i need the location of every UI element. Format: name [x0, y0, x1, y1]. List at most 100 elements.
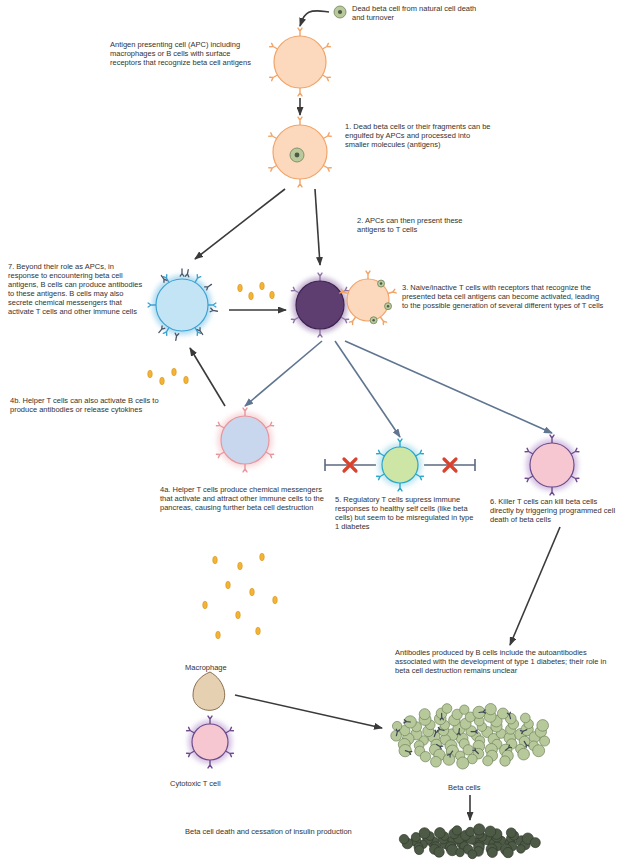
cell-caption: Beta cells [448, 783, 481, 792]
receptor [437, 744, 443, 748]
cell-glow [378, 443, 422, 487]
arrow-connector [315, 189, 320, 265]
receptor [180, 269, 184, 276]
cytokine [249, 292, 254, 300]
cytokine [260, 282, 265, 290]
cluster-cell [485, 826, 496, 837]
receptor [388, 289, 396, 293]
cluster-cell [537, 720, 549, 732]
cluster-cell [435, 828, 446, 839]
cluster-cell [485, 703, 496, 714]
receptor [269, 133, 277, 139]
receptor [571, 448, 579, 454]
red-x-mark [444, 459, 456, 471]
cluster-cell [474, 824, 485, 835]
text-wrap: 1. Dead beta cells or their fragments ca… [345, 122, 495, 151]
cell-caption: 5. Regulatory T cells supress immune res… [335, 495, 475, 531]
receptor [340, 289, 348, 293]
cell-body [156, 279, 208, 331]
cytokine [256, 627, 261, 635]
receptor [416, 450, 424, 456]
cluster-cell [483, 756, 493, 766]
cell-caption: 1. Dead beta cells or their fragments ca… [345, 122, 495, 149]
arrow-connector [190, 348, 225, 406]
cluster-cell [392, 721, 401, 730]
receptor [269, 166, 277, 172]
receptor [291, 287, 299, 293]
cluster-cell [420, 751, 430, 761]
cluster-cell [473, 706, 485, 718]
arrow-connector [345, 341, 552, 433]
text-wrap: Macrophage [185, 656, 265, 674]
receptor [524, 741, 529, 747]
receptor [226, 727, 234, 733]
receptor [298, 28, 302, 36]
cytokine [172, 368, 177, 376]
receptor [323, 133, 331, 139]
receptor [457, 729, 460, 735]
cluster-cell [399, 834, 408, 843]
step-annotation: 4b. Helper T cells can also activate B c… [8, 395, 183, 415]
receptor [270, 43, 278, 49]
nucleus [295, 153, 300, 158]
receptor [187, 751, 195, 757]
nucleus [380, 282, 382, 284]
cytokine [250, 588, 255, 596]
text-wrap: 3. Naive/inactive T cells with receptors… [402, 283, 607, 312]
cluster-cell [540, 736, 550, 746]
receptor [377, 450, 385, 456]
arrow-connector [300, 11, 329, 26]
cluster-cell [415, 845, 424, 854]
receptor [243, 408, 247, 416]
cluster-cell [503, 847, 513, 857]
receptor [437, 727, 444, 730]
text-wrap: Antigen presenting cell (APC) including … [110, 40, 260, 69]
cluster-cell [443, 754, 455, 766]
receptor [208, 760, 212, 768]
receptor [505, 745, 511, 750]
cell-caption: Cytotoxic T cell [170, 779, 221, 788]
arrow-connector [195, 189, 285, 259]
receptor [243, 464, 247, 472]
cell-body [296, 281, 344, 329]
cell-caption: Beta cell death and cessation of insulin… [185, 827, 352, 836]
macrophage-shape [193, 672, 225, 710]
helper-t-cell: 4a. Helper T cells produce chemical mess… [160, 409, 325, 512]
receptor [520, 730, 526, 734]
cell-body [530, 443, 574, 487]
receptor [298, 179, 302, 187]
receptor [366, 271, 370, 279]
dead-beta-cell: Dead beta cell from natural cell death a… [332, 4, 482, 22]
cluster-cell [452, 826, 461, 835]
receptor [434, 730, 438, 736]
cell-body [192, 724, 228, 760]
beta-cell [378, 280, 385, 287]
cytokine [160, 377, 165, 385]
cell-body [382, 447, 418, 483]
text-wrap: Beta cells [448, 776, 528, 794]
cluster-cell [434, 847, 444, 857]
receptor [318, 329, 322, 337]
cytokine [238, 562, 243, 570]
receptor [323, 43, 331, 49]
receptor [266, 452, 274, 458]
apc-cell: Antigen presenting cell (APC) including … [110, 29, 333, 95]
dead-beta-cell-cluster: Beta cell death and cessation of insulin… [185, 820, 543, 861]
cell-caption: 7. Beyond their role as APCs, in respons… [8, 262, 143, 316]
cluster-cell [530, 838, 540, 848]
cluster-cell [518, 748, 530, 760]
cluster-cell [442, 704, 452, 714]
cluster-cell [533, 745, 545, 757]
receptor [396, 729, 399, 736]
receptor [525, 448, 533, 454]
receptor [405, 751, 411, 755]
cytokine [260, 553, 265, 561]
nucleus [338, 10, 342, 14]
beta-cell [385, 303, 392, 310]
arrow-connector [235, 695, 382, 728]
receptor [187, 727, 195, 733]
receptor [216, 452, 224, 458]
